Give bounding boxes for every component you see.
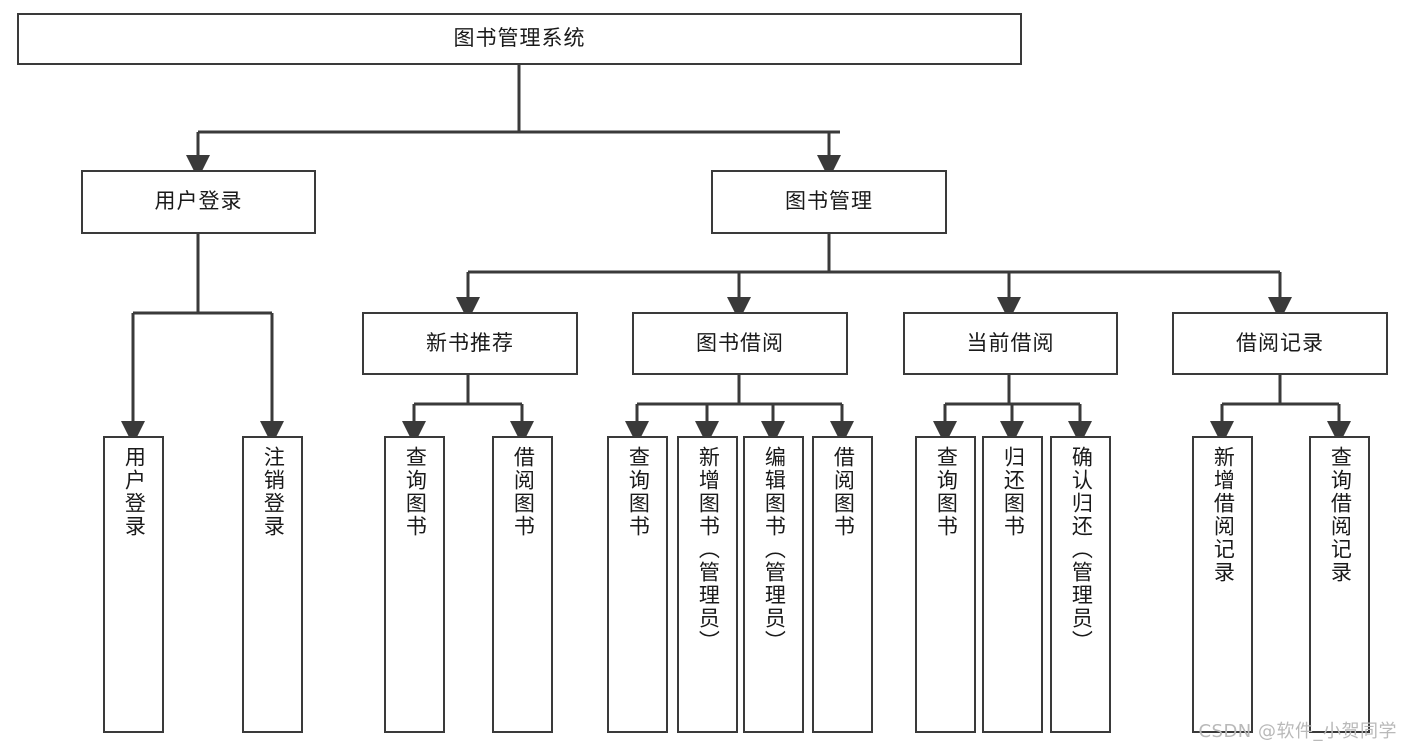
- node-label: 图书管理: [785, 189, 873, 214]
- leaf-user-login[interactable]: 用户登录: [103, 436, 164, 733]
- node-label: 借阅记录: [1236, 330, 1324, 355]
- node-current-borrow[interactable]: 当前借阅: [903, 312, 1118, 375]
- csdn-watermark: CSDN @软件_小贺同学: [1198, 721, 1397, 742]
- leaf-confirm-return-admin[interactable]: 确认归还（管理员）: [1050, 436, 1111, 733]
- node-label: 图书借阅: [696, 330, 784, 355]
- leaf-edit-book-admin[interactable]: 编辑图书（管理员）: [743, 436, 804, 733]
- node-label: 归还图书: [1001, 446, 1026, 538]
- leaf-query-book-recommendation[interactable]: 查询图书: [384, 436, 445, 733]
- leaf-query-borrow-record[interactable]: 查询借阅记录: [1309, 436, 1370, 733]
- node-label: 新增借阅记录: [1211, 446, 1236, 584]
- leaf-borrow-book[interactable]: 借阅图书: [812, 436, 873, 733]
- node-label: 用户登录: [122, 446, 147, 538]
- leaf-return-book[interactable]: 归还图书: [982, 436, 1043, 733]
- node-user-login[interactable]: 用户登录: [81, 170, 316, 234]
- node-label: 查询图书: [403, 446, 428, 538]
- node-label: 查询借阅记录: [1328, 446, 1353, 584]
- node-book-management[interactable]: 图书管理: [711, 170, 947, 234]
- leaf-query-book-borrow[interactable]: 查询图书: [607, 436, 668, 733]
- node-label: 借阅图书: [511, 446, 536, 538]
- node-label: 新书推荐: [426, 330, 514, 355]
- leaf-logout[interactable]: 注销登录: [242, 436, 303, 733]
- node-label: 编辑图书（管理员）: [762, 446, 787, 653]
- node-book-borrow[interactable]: 图书借阅: [632, 312, 848, 375]
- node-label: 图书管理系统: [453, 26, 586, 51]
- leaf-query-book-current[interactable]: 查询图书: [915, 436, 976, 733]
- node-label: 查询图书: [626, 446, 651, 538]
- node-root-system[interactable]: 图书管理系统: [17, 13, 1022, 65]
- leaf-borrow-book-recommendation[interactable]: 借阅图书: [492, 436, 553, 733]
- leaf-add-borrow-record[interactable]: 新增借阅记录: [1192, 436, 1253, 733]
- node-label: 借阅图书: [831, 446, 856, 538]
- node-label: 注销登录: [261, 446, 286, 538]
- node-label: 查询图书: [934, 446, 959, 538]
- node-new-book-recommendation[interactable]: 新书推荐: [362, 312, 578, 375]
- node-borrow-record[interactable]: 借阅记录: [1172, 312, 1388, 375]
- node-label: 确认归还（管理员）: [1069, 446, 1094, 653]
- node-label: 用户登录: [154, 189, 243, 214]
- leaf-add-book-admin[interactable]: 新增图书（管理员）: [677, 436, 738, 733]
- node-label: 新增图书（管理员）: [696, 446, 721, 653]
- node-label: 当前借阅: [966, 330, 1055, 355]
